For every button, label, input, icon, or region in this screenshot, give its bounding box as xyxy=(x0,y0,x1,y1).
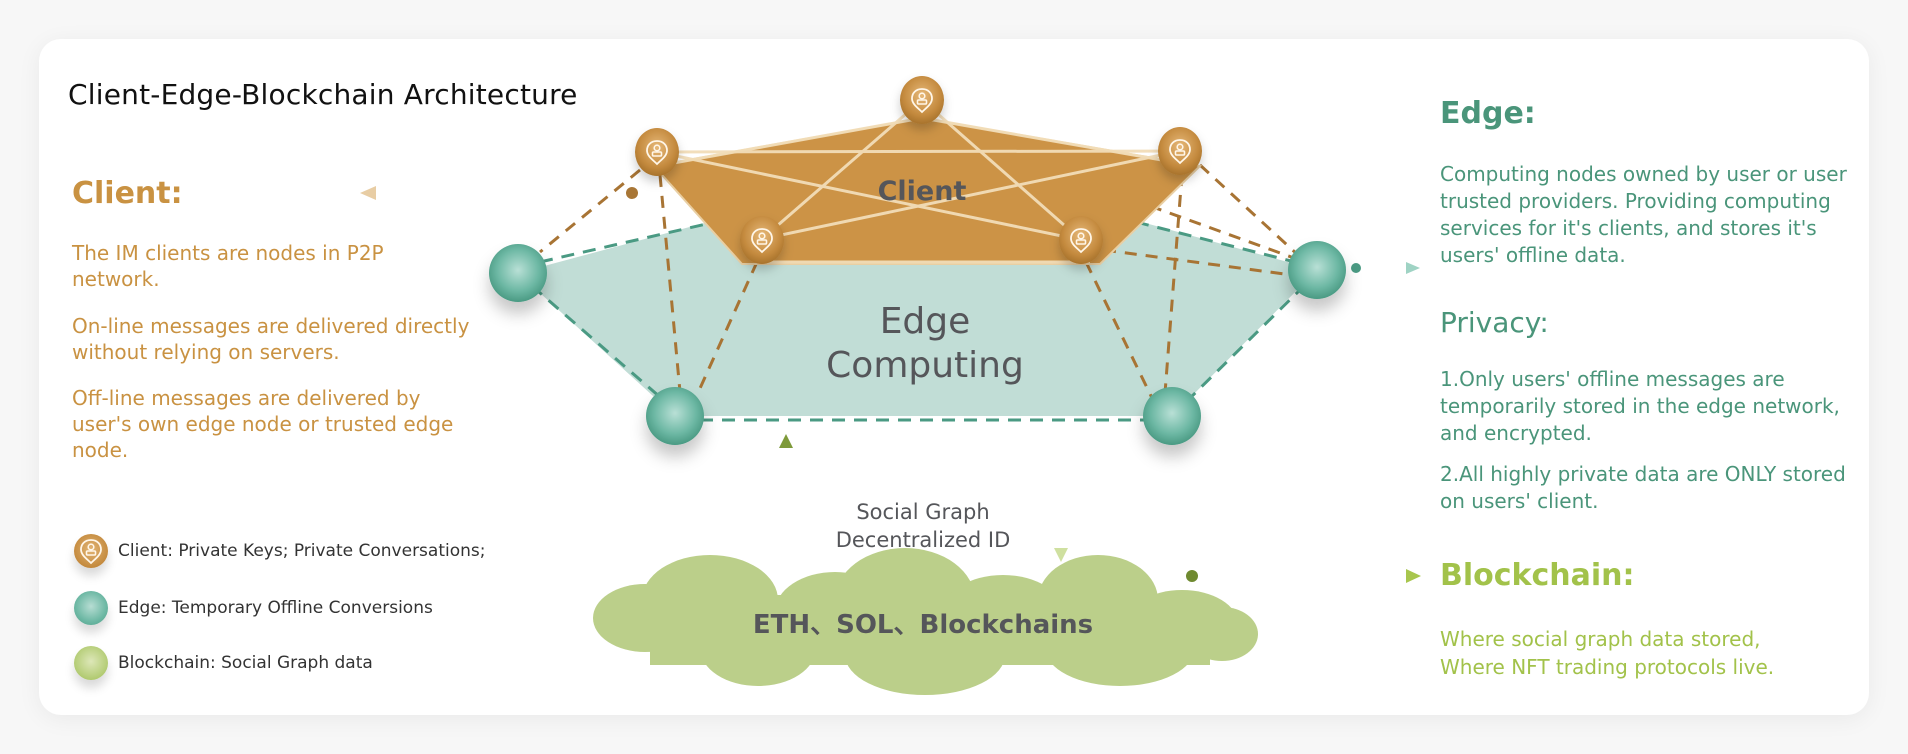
client-node xyxy=(900,76,944,124)
privacy-point: 2.All highly private data are ONLY store… xyxy=(1440,462,1846,513)
edge-to-chain-arrows xyxy=(779,433,1068,562)
edge-node xyxy=(646,387,704,445)
teal-sphere-icon xyxy=(74,591,108,625)
client-node xyxy=(1059,216,1103,264)
social-graph-label: Social Graph Decentralized ID xyxy=(773,498,1073,554)
edge-layer-outline xyxy=(531,220,1308,422)
page-title: Client-Edge-Blockchain Architecture xyxy=(68,78,578,111)
client-paragraph: The IM clients are nodes in P2P network. xyxy=(72,241,384,291)
user-location-pin-icon xyxy=(74,534,108,568)
edge-layer-label: Edge Computing xyxy=(775,300,1075,388)
client-heading: Client: xyxy=(72,176,183,211)
edge-description: Computing nodes owned by user or user tr… xyxy=(1440,162,1847,267)
client-nodes xyxy=(635,76,1202,264)
edge-node xyxy=(1143,387,1201,445)
legend-label: Blockchain: Social Graph data xyxy=(118,653,373,673)
social-graph-line2: Decentralized ID xyxy=(835,528,1011,552)
blockchain-line: Where NFT trading protocols live. xyxy=(1440,655,1775,679)
client-callout-arrow xyxy=(360,186,638,200)
legend-item-blockchain: Blockchain: Social Graph data xyxy=(74,645,373,681)
edge-label-line2: Computing xyxy=(826,345,1024,386)
edge-node xyxy=(1288,241,1346,299)
client-layer-label: Client xyxy=(877,176,967,207)
client-paragraph: On-line messages are delivered directly … xyxy=(72,314,470,364)
cloud-label: ETH、SOL、Blockchains xyxy=(752,610,1094,640)
edge-label-line1: Edge xyxy=(879,301,971,342)
legend-label: Client: Private Keys; Private Conversati… xyxy=(118,541,486,561)
green-sphere-icon xyxy=(74,646,108,680)
client-node xyxy=(740,216,784,264)
edge-nodes xyxy=(489,241,1346,445)
client-node xyxy=(1158,127,1202,175)
blockchain-cloud xyxy=(593,548,1258,695)
privacy-point: 1.Only users' offline messages are tempo… xyxy=(1440,367,1840,445)
legend-label: Edge: Temporary Offline Conversions xyxy=(118,598,433,618)
edge-layer-area xyxy=(518,221,1317,416)
privacy-heading: Privacy: xyxy=(1440,306,1549,339)
edge-heading: Edge: xyxy=(1440,96,1536,131)
legend-item-edge: Edge: Temporary Offline Conversions xyxy=(74,590,433,626)
blockchain-line: Where social graph data stored, xyxy=(1440,627,1761,651)
blockchain-callout-arrow xyxy=(1186,569,1421,583)
edge-callout-arrow xyxy=(1351,262,1420,274)
client-node xyxy=(635,128,679,176)
social-graph-line1: Social Graph xyxy=(856,500,990,524)
blockchain-heading: Blockchain: xyxy=(1440,558,1635,593)
client-paragraph: Off-line messages are delivered by user'… xyxy=(72,386,454,462)
legend-item-client: Client: Private Keys; Private Conversati… xyxy=(74,533,485,569)
edge-node xyxy=(489,244,547,302)
